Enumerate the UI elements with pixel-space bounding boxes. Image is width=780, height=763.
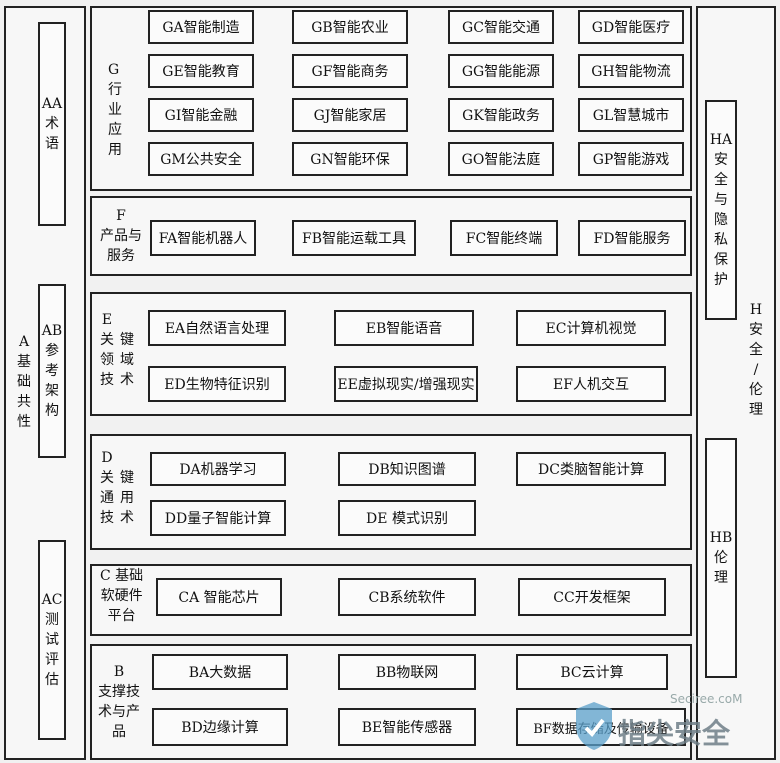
watermark-shield-icon [574,700,614,752]
b-item: BA大数据 [152,654,288,690]
e-item: EC计算机视觉 [516,310,666,346]
watermark-brand-text: 指尖安全 [618,717,731,750]
g-item: GC智能交通 [448,10,554,44]
g-item: GJ智能家居 [292,98,408,132]
b-item: BB物联网 [338,654,476,690]
g-item: GB智能农业 [292,10,408,44]
g-item: GL智慧城市 [578,98,684,132]
g-item: GD智能医疗 [578,10,684,44]
b-item: BC云计算 [516,654,668,690]
box-aa-terminology: AA 术 语 [38,22,66,226]
section-e-label-right: 键 域 术 [120,332,134,388]
g-item: GH智能物流 [578,54,684,88]
f-item: FA智能机器人 [150,220,256,256]
f-item: FD智能服务 [578,220,686,256]
box-ac-testing-evaluation: AC 测 试 评 估 [38,540,66,740]
section-b-label: B 支撑技 术与产 品 [98,664,140,740]
e-item: EF人机交互 [516,366,666,402]
g-item: GE智能教育 [148,54,254,88]
section-d-label-right: 键 用 术 [120,470,134,526]
section-e-label-left: E 关 领 技 [100,312,114,388]
b-item: BE智能传感器 [338,708,476,746]
g-item: GM公共安全 [148,142,254,176]
b-item: BD边缘计算 [152,708,288,746]
c-item: CA 智能芯片 [156,578,282,616]
d-item: DB知识图谱 [338,452,476,486]
g-item: GG智能能源 [448,54,554,88]
d-item: DD量子智能计算 [150,500,286,536]
e-item: EE虚拟现实/增强现实 [334,366,478,402]
box-ab-reference-architecture: AB 参 考 架 构 [38,284,66,458]
box-ha-security-privacy: HA 安 全 与 隐 私 保 护 [705,100,737,320]
e-item: ED生物特征识别 [148,366,286,402]
f-item: FB智能运载工具 [292,220,416,256]
g-item: GO智能法庭 [448,142,554,176]
c-item: CC开发框架 [518,578,666,616]
section-g-label: G 行 业 应 用 [108,62,122,158]
g-item: GI智能金融 [148,98,254,132]
g-item: GP智能游戏 [578,142,684,176]
section-d-label-left: D 关 通 技 [100,450,114,526]
c-item: CB系统软件 [338,578,476,616]
f-item: FC智能终端 [450,220,558,256]
g-item: GA智能制造 [148,10,254,44]
d-item: DC类脑智能计算 [516,452,666,486]
column-h-title: H 安 全 / 伦 理 [749,302,763,418]
section-c-label: C 基础 软硬件 平台 [100,568,144,624]
g-item: GN智能环保 [292,142,408,176]
section-f-label: F 产品与 服务 [100,208,142,264]
box-hb-ethics: HB 伦 理 [705,438,737,678]
d-item: DE 模式识别 [338,500,476,536]
e-item: EB智能语音 [334,310,474,346]
g-item: GF智能商务 [292,54,408,88]
e-item: EA自然语言处理 [148,310,286,346]
column-a-title: A 基 础 共 性 [17,334,31,430]
d-item: DA机器学习 [150,452,286,486]
watermark-site-text: Seciree.coM [670,692,743,706]
g-item: GK智能政务 [448,98,554,132]
